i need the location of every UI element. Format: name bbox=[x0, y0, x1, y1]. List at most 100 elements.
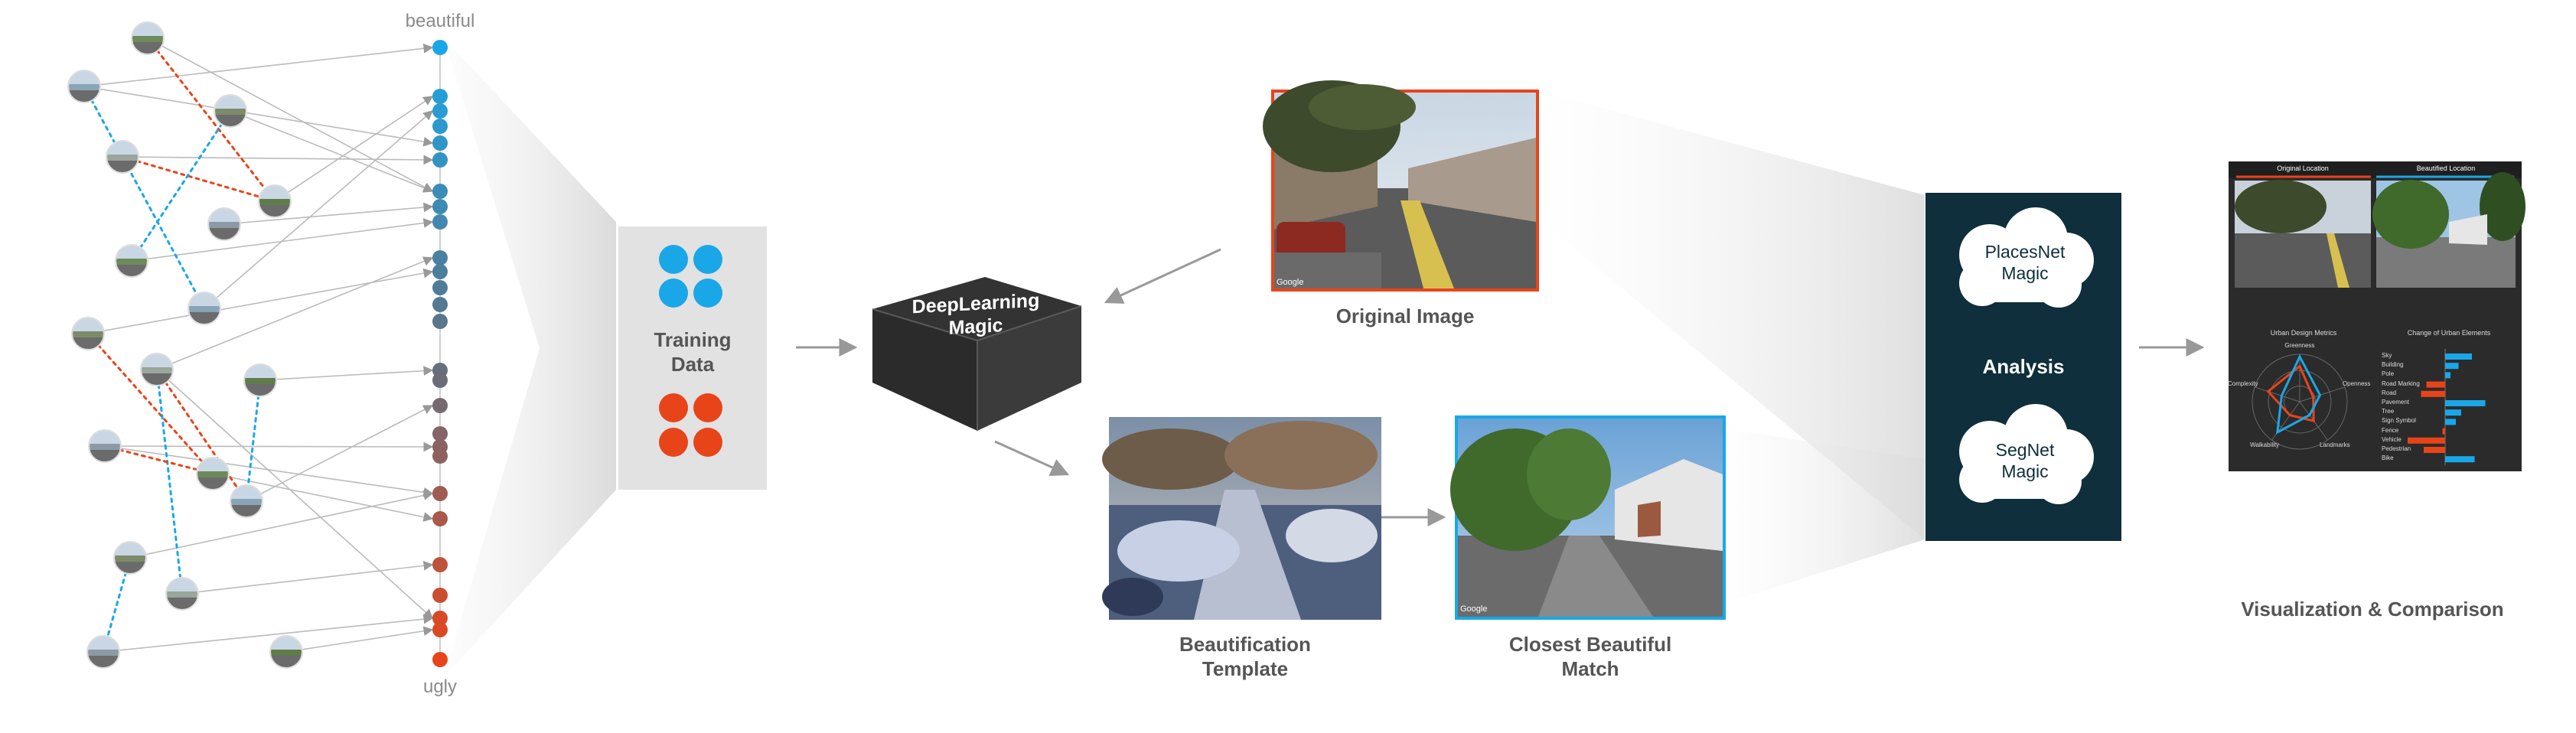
bar-pavement bbox=[2445, 400, 2486, 406]
thumbnail-border bbox=[196, 457, 230, 490]
comparison-link bbox=[285, 626, 434, 653]
comparison-link bbox=[129, 490, 434, 559]
thumbnail-sky bbox=[106, 141, 139, 155]
comparison-link bbox=[156, 369, 433, 619]
thumbnail-sky bbox=[87, 636, 119, 650]
segnet-line2: Magic bbox=[2001, 461, 2049, 481]
thumbnail-sky bbox=[68, 70, 100, 84]
comparison-link bbox=[104, 445, 434, 497]
rating-dot bbox=[432, 611, 448, 626]
street-photo-thumbnail bbox=[71, 317, 105, 350]
funnel-original-to-analysis bbox=[1542, 92, 1925, 539]
radar-axis-label: Openness bbox=[2342, 380, 2371, 387]
thumbnail-border bbox=[230, 484, 263, 518]
street-photo-thumbnail bbox=[258, 184, 292, 218]
training-blue-dot bbox=[659, 279, 688, 308]
dotted-comparison-link bbox=[245, 379, 262, 503]
training-red-dot bbox=[693, 428, 722, 457]
bar-row-label: Tree bbox=[2382, 408, 2395, 415]
closest-caption-line2: Match bbox=[1561, 657, 1619, 680]
urban-design-radar-chart bbox=[2252, 353, 2348, 450]
template-caption-line2: Template bbox=[1202, 657, 1289, 680]
cube-icon bbox=[872, 277, 1082, 431]
rating-dot bbox=[432, 199, 448, 214]
rating-dot bbox=[432, 511, 448, 526]
thumbnail-sky bbox=[214, 95, 246, 109]
thumbnail-border bbox=[269, 635, 303, 669]
street-photo-thumbnail bbox=[86, 635, 120, 669]
urban-elements-bar-chart bbox=[2408, 349, 2486, 466]
comparison-link bbox=[147, 37, 434, 192]
street-photo-thumbnail bbox=[207, 207, 241, 241]
thumbnail-road bbox=[259, 205, 291, 217]
thumbnail-road bbox=[87, 656, 119, 668]
thumbnail-road bbox=[214, 115, 246, 127]
thumbnail-road bbox=[106, 161, 139, 173]
thumbnail-border bbox=[106, 140, 139, 174]
rating-dot bbox=[432, 557, 448, 572]
thumbnail-border bbox=[165, 577, 199, 611]
thumbnail-road bbox=[270, 656, 302, 668]
street-photo-thumbnail bbox=[115, 244, 148, 278]
viz-original-photo bbox=[2235, 180, 2371, 288]
thumbnail-road bbox=[230, 505, 262, 517]
thumbnail-border bbox=[67, 70, 101, 103]
radar-title: Urban Design Metrics bbox=[2270, 329, 2337, 337]
training-label-line2: Data bbox=[670, 353, 715, 376]
rating-dot bbox=[432, 89, 448, 104]
dotted-comparison-link bbox=[155, 368, 248, 503]
analysis-title: Analysis bbox=[1982, 355, 2065, 378]
bar-fence bbox=[2442, 428, 2445, 435]
comparison-link bbox=[204, 110, 433, 309]
thumbnail-road bbox=[141, 373, 173, 386]
thumbnail-border bbox=[214, 94, 247, 128]
thumbnail-border bbox=[71, 317, 105, 350]
radar-axis-label: Complexity bbox=[2228, 380, 2258, 387]
rating-dot bbox=[432, 135, 448, 151]
thumbnail-sky bbox=[72, 318, 104, 331]
radar-axis-label: Greenness bbox=[2284, 342, 2315, 349]
rating-dot bbox=[432, 264, 448, 279]
street-photo-thumbnail bbox=[131, 21, 165, 55]
beautification-template-image bbox=[1102, 417, 1381, 620]
rating-dots bbox=[432, 40, 448, 667]
thumbnail-road bbox=[116, 265, 148, 277]
radar-axis-label: Walkability bbox=[2250, 441, 2280, 449]
thumbnail-border bbox=[187, 292, 221, 325]
comparison-link bbox=[83, 43, 434, 87]
street-photo-thumbnail bbox=[67, 70, 101, 103]
thumbnail-border bbox=[86, 635, 120, 669]
bar-row-label: Sky bbox=[2382, 352, 2392, 359]
funnel-closest-to-analysis bbox=[1722, 428, 1925, 604]
cloud-icon bbox=[1959, 404, 2094, 504]
street-photo-thumbnail bbox=[214, 94, 247, 128]
bar-road bbox=[2421, 390, 2445, 397]
thumbnail-sky bbox=[114, 542, 146, 555]
ugly-label: ugly bbox=[422, 676, 458, 697]
closest-beautiful-match-image bbox=[1450, 415, 1726, 620]
comparison-link bbox=[274, 96, 434, 202]
rating-dot bbox=[432, 103, 448, 119]
dotted-comparison-link bbox=[121, 155, 276, 203]
bar-row-label: Vehicle bbox=[2382, 435, 2402, 443]
thumbnail-sky bbox=[89, 430, 121, 444]
thumbnail-sky bbox=[244, 364, 276, 378]
street-photo-thumbnail bbox=[140, 353, 174, 386]
radar-spoke bbox=[2299, 386, 2346, 402]
dotted-comparison-link bbox=[83, 85, 206, 310]
rating-dot bbox=[432, 250, 448, 266]
thumbnail-road bbox=[132, 42, 164, 54]
segnet-label: SegNet Magic bbox=[1964, 439, 2086, 482]
comparison-links bbox=[83, 37, 434, 653]
rating-dot bbox=[432, 280, 448, 295]
comparison-link bbox=[122, 155, 434, 165]
thumbnail-road bbox=[72, 337, 104, 350]
rating-dot bbox=[432, 448, 448, 464]
dotted-comparison-link bbox=[155, 368, 184, 595]
thumbnail-sky bbox=[197, 458, 229, 471]
closest-watermark: Google bbox=[1460, 604, 1488, 614]
rating-dot bbox=[432, 152, 448, 168]
thumbnail-road bbox=[68, 90, 100, 103]
rating-dot bbox=[432, 398, 448, 413]
